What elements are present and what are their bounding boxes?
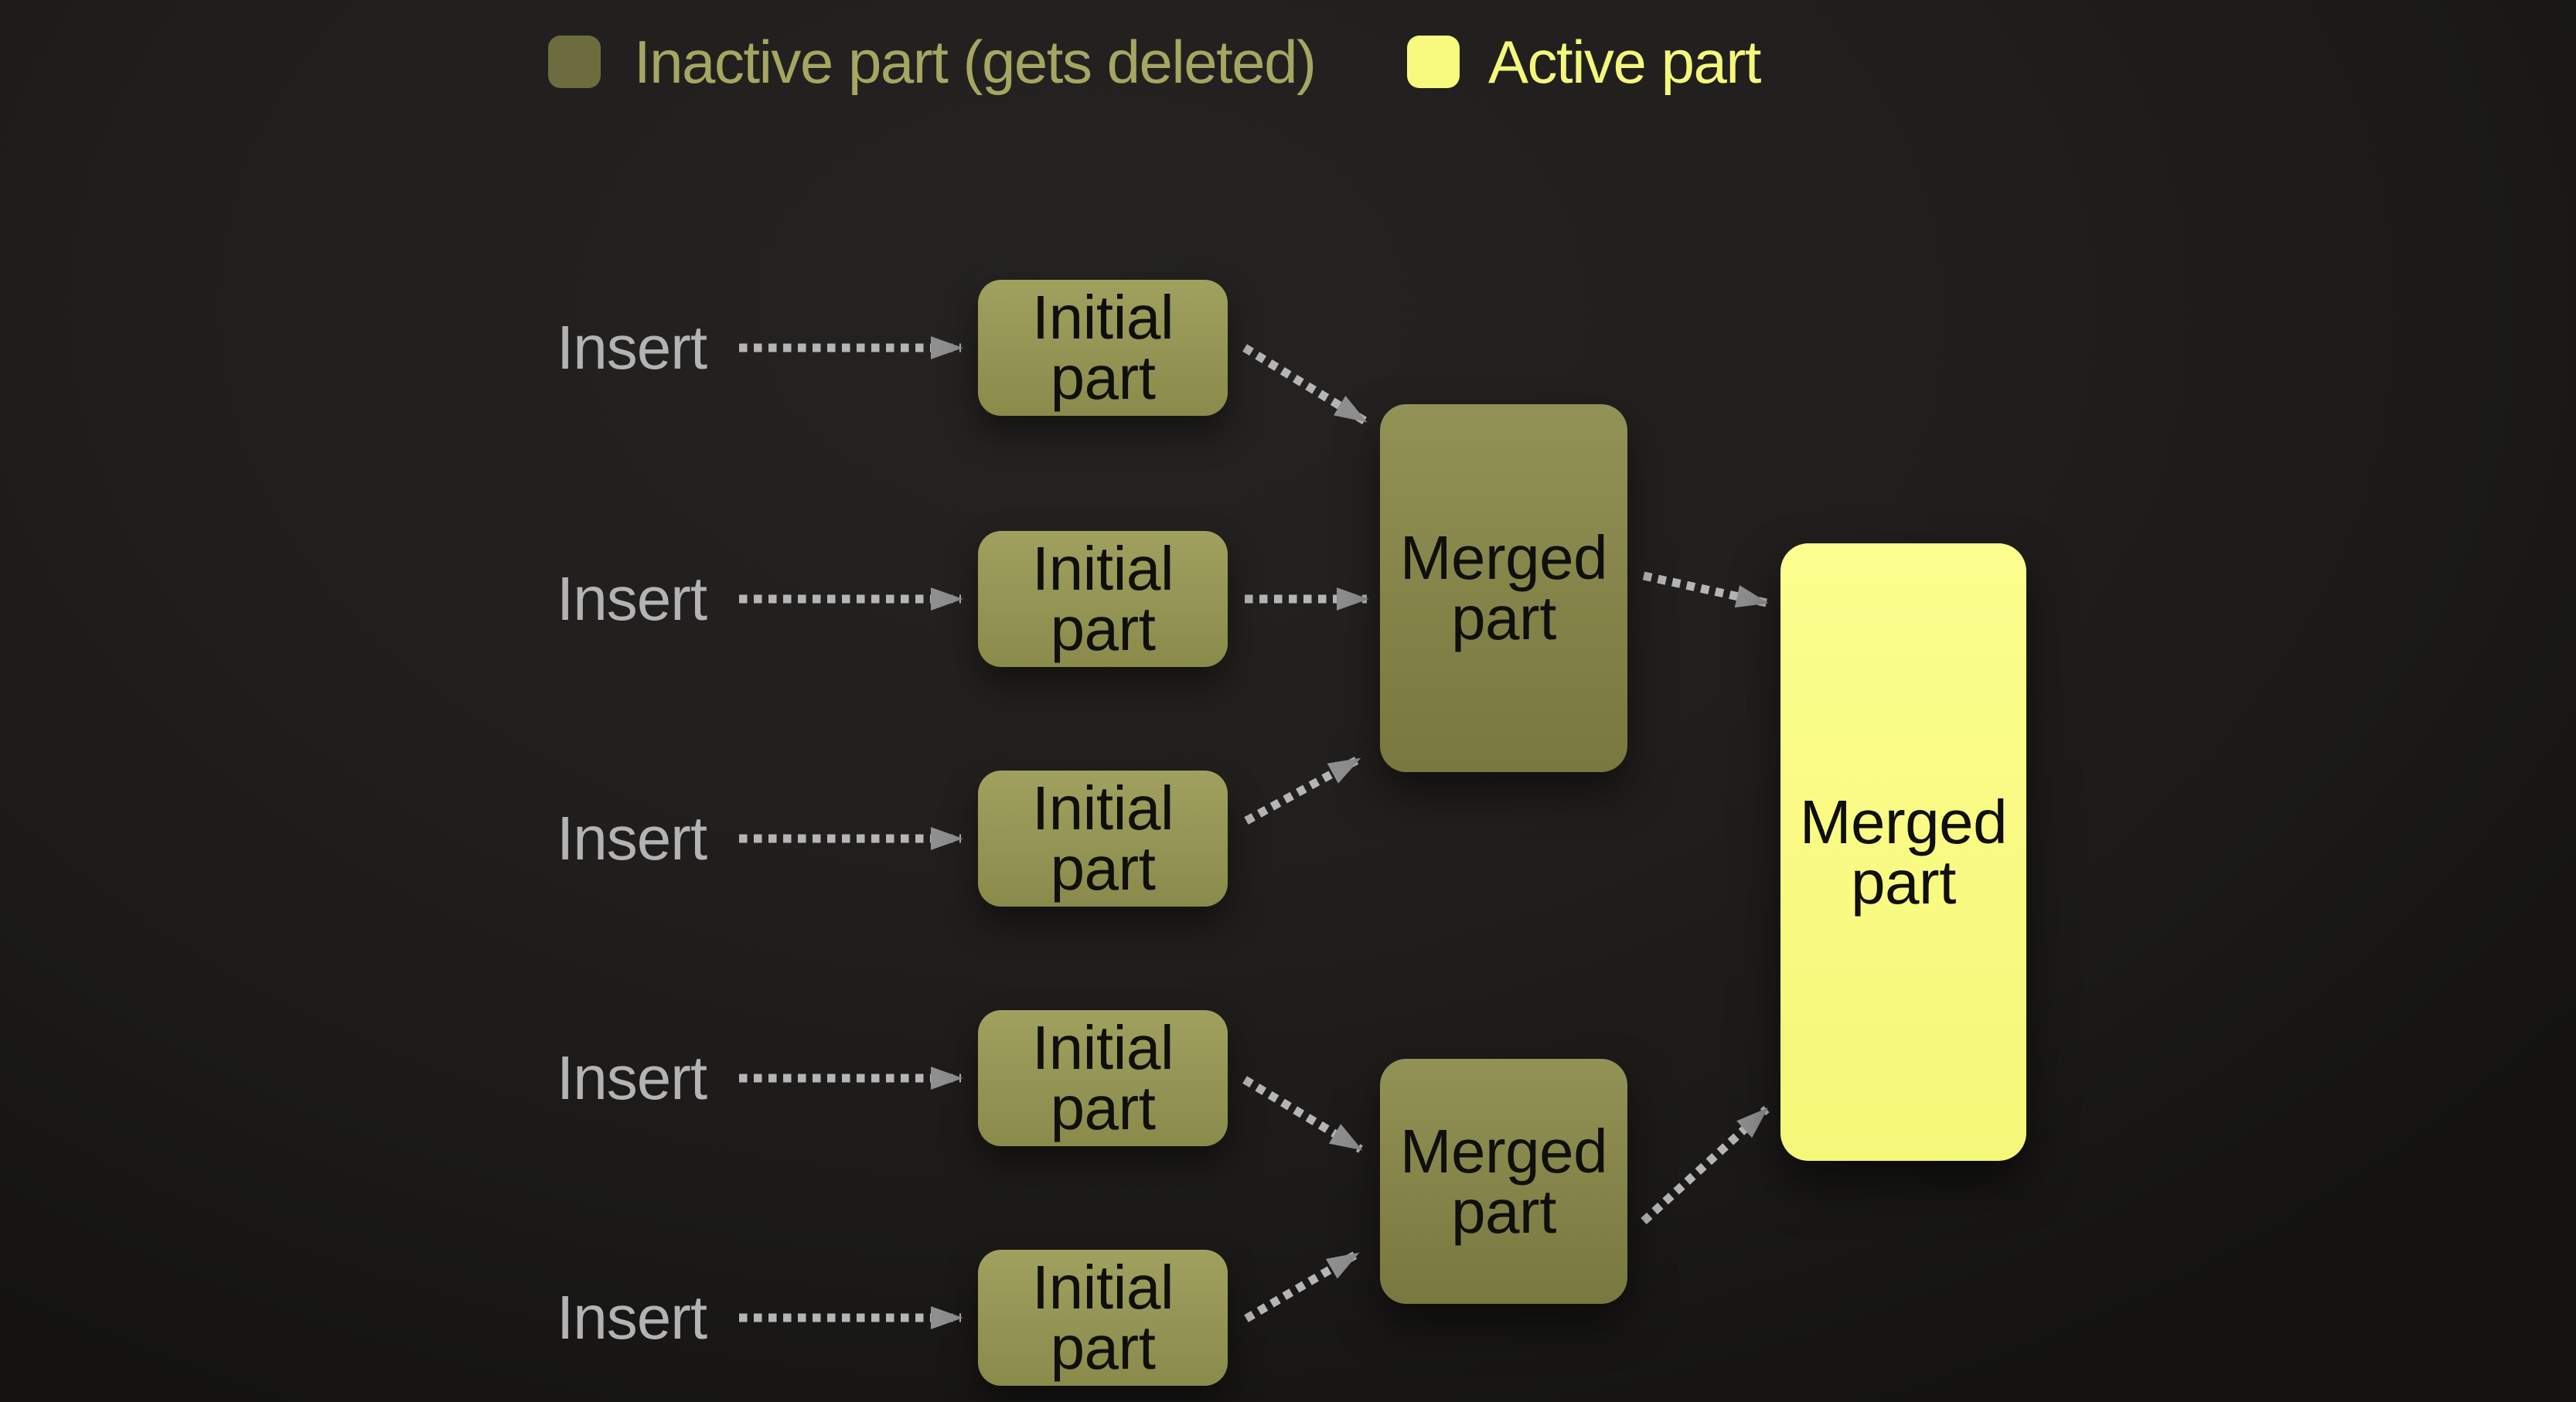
insert-label-1: Insert xyxy=(557,313,707,382)
initial-part-box-3: Initial part xyxy=(978,771,1228,907)
arrow-initial5-to-merged2 xyxy=(1244,1250,1360,1322)
initial-part-box-4: Initial part xyxy=(978,1010,1228,1146)
insert-label-5: Insert xyxy=(557,1283,707,1352)
legend-inactive-swatch xyxy=(548,36,601,88)
arrow-initial3-to-merged1 xyxy=(1244,755,1361,825)
legend-active-label: Active part xyxy=(1488,28,1761,96)
merged-part-box-1: Merged part xyxy=(1380,404,1627,772)
merged-part-box-2: Merged part xyxy=(1380,1059,1627,1304)
arrow-merged2-to-final xyxy=(1641,1105,1770,1225)
insert-label-3: Insert xyxy=(557,804,707,873)
arrow-initial4-to-merged2 xyxy=(1242,1076,1363,1153)
arrow-merged1-to-final xyxy=(1642,571,1769,608)
arrow-initial1-to-merged1 xyxy=(1242,344,1368,425)
insert-label-2: Insert xyxy=(557,564,707,633)
initial-part-box-1: Initial part xyxy=(978,280,1228,416)
final-merged-part-box: Merged part xyxy=(1780,543,2026,1161)
initial-part-box-2: Initial part xyxy=(978,531,1228,667)
legend-inactive-label: Inactive part (gets deleted) xyxy=(634,28,1317,96)
initial-part-box-5: Initial part xyxy=(978,1250,1228,1386)
legend-active-swatch xyxy=(1407,36,1460,88)
insert-label-4: Insert xyxy=(557,1043,707,1112)
